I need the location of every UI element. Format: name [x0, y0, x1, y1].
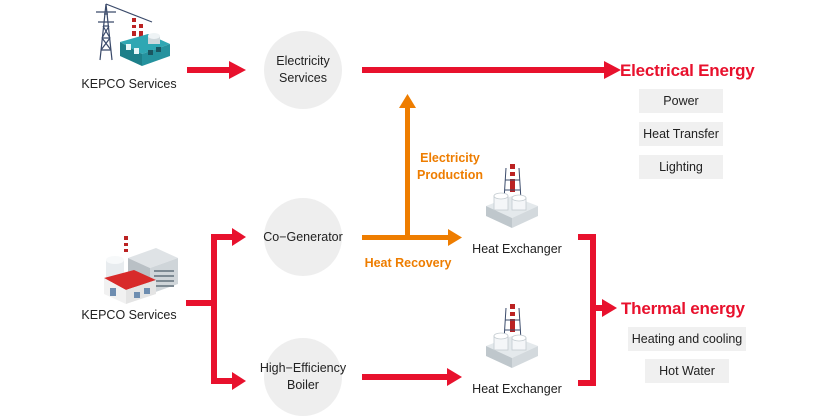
electrical-item-heat-transfer: Heat Transfer — [639, 122, 723, 146]
arrow-electricity-production — [399, 94, 416, 238]
arrow-kepco-to-electricity — [187, 61, 246, 79]
electricity-production-line1: Electricity — [420, 151, 480, 165]
electricity-services-line1: Electricity — [276, 54, 330, 68]
heat-exchanger-2-label: Heat Exchanger — [472, 382, 562, 396]
thermal-bracket — [578, 234, 617, 386]
thermal-energy-title: Thermal energy — [621, 299, 745, 318]
boiler-line2: Boiler — [287, 378, 319, 392]
arrow-kepco-split — [186, 228, 246, 390]
electrical-item-lighting: Lighting — [639, 155, 723, 179]
heat-recovery-label: Heat Recovery — [364, 256, 452, 270]
arrow-heat-recovery — [362, 229, 462, 246]
arrow-electricity-to-electrical-energy — [362, 61, 621, 79]
top-source-label: KEPCO Services — [81, 77, 177, 91]
electricity-services-line2: Services — [279, 71, 327, 85]
bottom-source-label: KEPCO Services — [81, 308, 177, 322]
arrow-boiler-to-exchanger — [362, 368, 462, 386]
co-generator-label: Co−Generator — [263, 229, 343, 244]
factory-building-icon — [104, 236, 178, 304]
boiler-node: High−Efficiency Boiler — [260, 338, 346, 416]
boiler-line1: High−Efficiency — [259, 361, 347, 375]
thermal-item-heating-cooling: Heating and cooling — [628, 327, 746, 351]
heat-exchanger-plant-icon — [486, 164, 538, 228]
thermal-item-hot-water: Hot Water — [645, 359, 729, 383]
power-plant-icon — [96, 3, 170, 66]
electricity-production-line2: Production — [417, 168, 483, 182]
co-generator-node: Co−Generator — [263, 198, 343, 276]
electricity-services-node: Electricity Services — [264, 31, 342, 109]
electrical-item-power: Power — [639, 89, 723, 113]
heat-exchanger-plant-icon — [486, 304, 538, 368]
electrical-energy-title: Electrical Energy — [620, 61, 755, 80]
heat-exchanger-1-label: Heat Exchanger — [472, 242, 562, 256]
electricity-production-label: Electricity Production — [410, 150, 490, 184]
